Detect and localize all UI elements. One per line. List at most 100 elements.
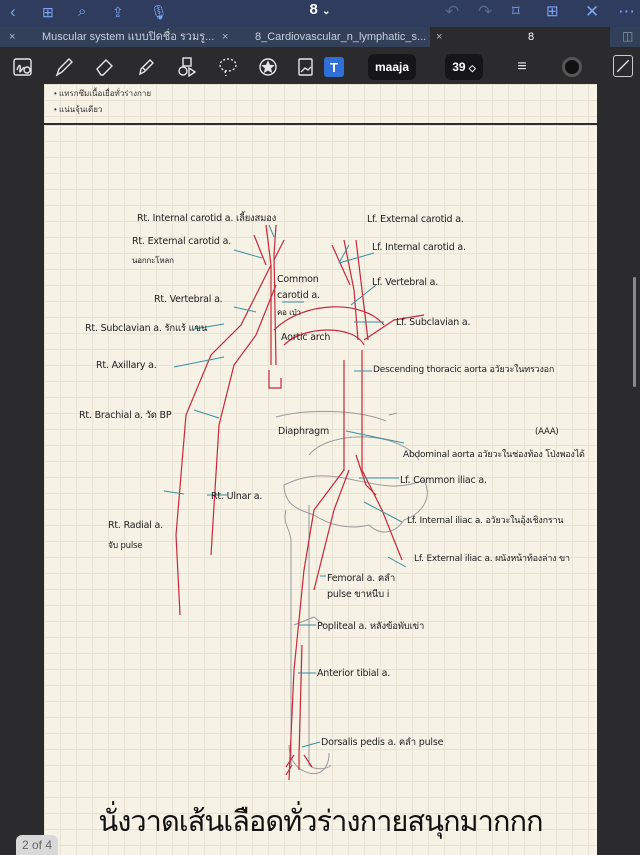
- label-common-carotid: carotid a.: [277, 290, 320, 301]
- scrollbar[interactable]: [633, 277, 636, 387]
- label-rt-radial: Rt. Radial a.: [108, 520, 163, 531]
- pulmonary-stub: [268, 370, 282, 389]
- top-nav-bar: ‹ ⊞ ⌕ ⇪ 🎙 8 ⌄ ↶ ↷ ⌑ ⊞ ✕ ⋯: [0, 0, 640, 27]
- close-tab-icon[interactable]: ×: [9, 31, 16, 43]
- label-common-carotid-note: คอ เป่า: [277, 308, 301, 317]
- aortic-arch-top: [273, 306, 385, 331]
- lf-carotid-right: [355, 239, 369, 341]
- highlighter-icon[interactable]: [134, 55, 158, 79]
- redo-icon[interactable]: ↷: [478, 2, 493, 21]
- shapes-icon[interactable]: [175, 55, 199, 79]
- label-descending-thoracic-aorta: Descending thoracic aorta อวัยวะในทรวงอก: [373, 365, 555, 375]
- diaphragm-line: [275, 410, 387, 422]
- anterior-tibial: [298, 644, 303, 756]
- lf-internal-iliac: [355, 454, 377, 496]
- add-page-icon[interactable]: ⊞: [546, 3, 559, 20]
- label-lf-vertebral: Lf. Vertebral a.: [372, 277, 439, 288]
- image-icon[interactable]: [294, 55, 318, 79]
- bullet-text: แน่นจุ้นเดียว: [59, 105, 103, 114]
- chevron-down-icon: ⌄: [322, 6, 331, 17]
- left-bone-line: [284, 509, 292, 765]
- label-lf-common-iliac: Lf. Common iliac a.: [400, 475, 487, 486]
- foot-branches: [285, 754, 313, 776]
- back-icon[interactable]: ‹: [10, 2, 16, 21]
- bookmark-icon[interactable]: ⌑: [512, 3, 520, 20]
- arteries: [175, 224, 425, 781]
- share-icon[interactable]: ⇪: [112, 4, 124, 20]
- lf-external-carotid: [331, 244, 351, 286]
- color-picker[interactable]: [560, 55, 584, 79]
- tab-label: Muscular system แบบปิดชื่อ รวมรู...: [42, 31, 215, 43]
- label-popliteal: Popliteal a. หลังข้อพับเข่า: [317, 621, 425, 632]
- font-size-value: 39: [452, 60, 466, 74]
- label-lf-internal-iliac: Lf. Internal iliac a. อวัยวะในอุ้งเชิงกร…: [407, 516, 564, 526]
- font-size-stepper[interactable]: 39 ◇: [445, 54, 483, 80]
- bullet-item: • แน่นจุ้นเดียว: [54, 105, 103, 114]
- label-rt-external-carotid: Rt. External carotid a.: [132, 236, 232, 247]
- label-lf-external-iliac: Lf. External iliac a. ผนังหน้าท้องล่าง ข…: [414, 554, 570, 564]
- pelvis-outline: [283, 475, 428, 533]
- bullet-item: • แทรกซึมเนื้อเยื่อทั่วร่างกาย: [54, 89, 152, 98]
- color-swatch: [562, 57, 582, 77]
- label-rt-internal-carotid: Rt. Internal carotid a. เลี้ยงสมอง: [137, 213, 277, 224]
- label-common-carotid: Common: [277, 274, 319, 285]
- label-femoral-note: pulse ขาหนีบ i: [327, 589, 390, 600]
- eraser-icon[interactable]: [93, 55, 117, 79]
- drawing-toolbar: T maaja 39 ◇ ≡: [0, 47, 640, 86]
- align-left-icon[interactable]: ≡: [517, 58, 527, 75]
- tab-muscular-system[interactable]: × Muscular system แบบปิดชื่อ รวมรู...: [0, 27, 215, 47]
- label-dorsalis-pedis: Dorsalis pedis a. คลำ pulse: [321, 737, 444, 748]
- skeleton-outline: [275, 410, 428, 775]
- label-rt-ulnar: Rt. Ulnar a.: [211, 491, 263, 502]
- close-tab-icon[interactable]: ×: [222, 31, 229, 43]
- current-page: Rt. Internal carotid a. เลี้ยงสมอง Rt. E…: [44, 125, 597, 855]
- label-femoral: Femoral a. คลำ: [327, 573, 396, 584]
- grid-icon[interactable]: ⊞: [42, 4, 54, 20]
- microphone-icon[interactable]: 🎙: [150, 4, 168, 20]
- search-icon[interactable]: ⌕: [78, 3, 87, 20]
- label-lf-external-carotid: Lf. External carotid a.: [367, 214, 464, 225]
- font-selector[interactable]: maaja: [368, 54, 416, 80]
- split-view-icon[interactable]: ◫: [622, 29, 634, 43]
- pen-icon[interactable]: [52, 55, 76, 79]
- lasso-icon[interactable]: [216, 55, 240, 79]
- page-counter: 2 of 4: [16, 835, 59, 855]
- label-rt-brachial: Rt. Brachial a. วัด BP: [79, 410, 172, 421]
- rt-external-carotid: [253, 234, 267, 266]
- diaphragm-curve: [308, 436, 420, 461]
- descending-aorta-right: [361, 350, 403, 561]
- rt-arm-inner: [210, 284, 277, 556]
- label-aaa: (AAA): [535, 427, 559, 437]
- close-icon[interactable]: ✕: [585, 2, 600, 21]
- rt-carotid-right: [273, 224, 277, 366]
- tab-label: 8: [528, 31, 535, 43]
- text-tool-icon[interactable]: T: [324, 57, 344, 77]
- document-title-text: 8: [309, 1, 318, 18]
- handwriting-zoom-icon[interactable]: [11, 55, 35, 79]
- tab-8[interactable]: × 8: [430, 27, 610, 47]
- stepper-icon: ◇: [468, 63, 476, 73]
- undo-icon[interactable]: ↶: [445, 2, 460, 21]
- close-tab-icon[interactable]: ×: [436, 31, 443, 43]
- aortic-arch-inner: [283, 329, 365, 346]
- label-rt-radial-note: จับ pulse: [108, 541, 143, 551]
- label-rt-subclavian: Rt. Subclavian a. รักแร้ แขน: [85, 323, 208, 334]
- more-icon[interactable]: ⋯: [618, 2, 635, 21]
- previous-page: • แทรกซึมเนื้อเยื่อทั่วร่างกาย • แน่นจุ้…: [44, 84, 597, 123]
- diaphragm-arrow: [388, 412, 398, 416]
- rt-carotid-left: [265, 224, 272, 365]
- tab-bar: × Muscular system แบบปิดชื่อ รวมรู... × …: [0, 27, 640, 47]
- tab-cardiovascular[interactable]: × 8_Cardiovascular_n_lymphatic_s...: [215, 27, 430, 47]
- label-anterior-tibial: Anterior tibial a.: [317, 668, 391, 679]
- label-lf-internal-carotid: Lf. Internal carotid a.: [372, 242, 466, 253]
- label-rt-external-carotid-note: นอกกะโหลก: [132, 256, 174, 265]
- elements-star-icon[interactable]: [256, 55, 280, 79]
- label-rt-axillary: Rt. Axillary a.: [96, 360, 157, 371]
- page-caption: นั่งวาดเส้นเลือดทั่วร่างกายสนุกมากกก: [98, 804, 543, 838]
- pen-mode-icon[interactable]: [613, 55, 633, 77]
- lf-subclavian: [363, 314, 425, 341]
- label-rt-vertebral: Rt. Vertebral a.: [154, 294, 223, 305]
- lf-carotid-left: [343, 239, 359, 341]
- document-title[interactable]: 8 ⌄: [0, 0, 640, 22]
- lf-common-iliac: [313, 469, 350, 591]
